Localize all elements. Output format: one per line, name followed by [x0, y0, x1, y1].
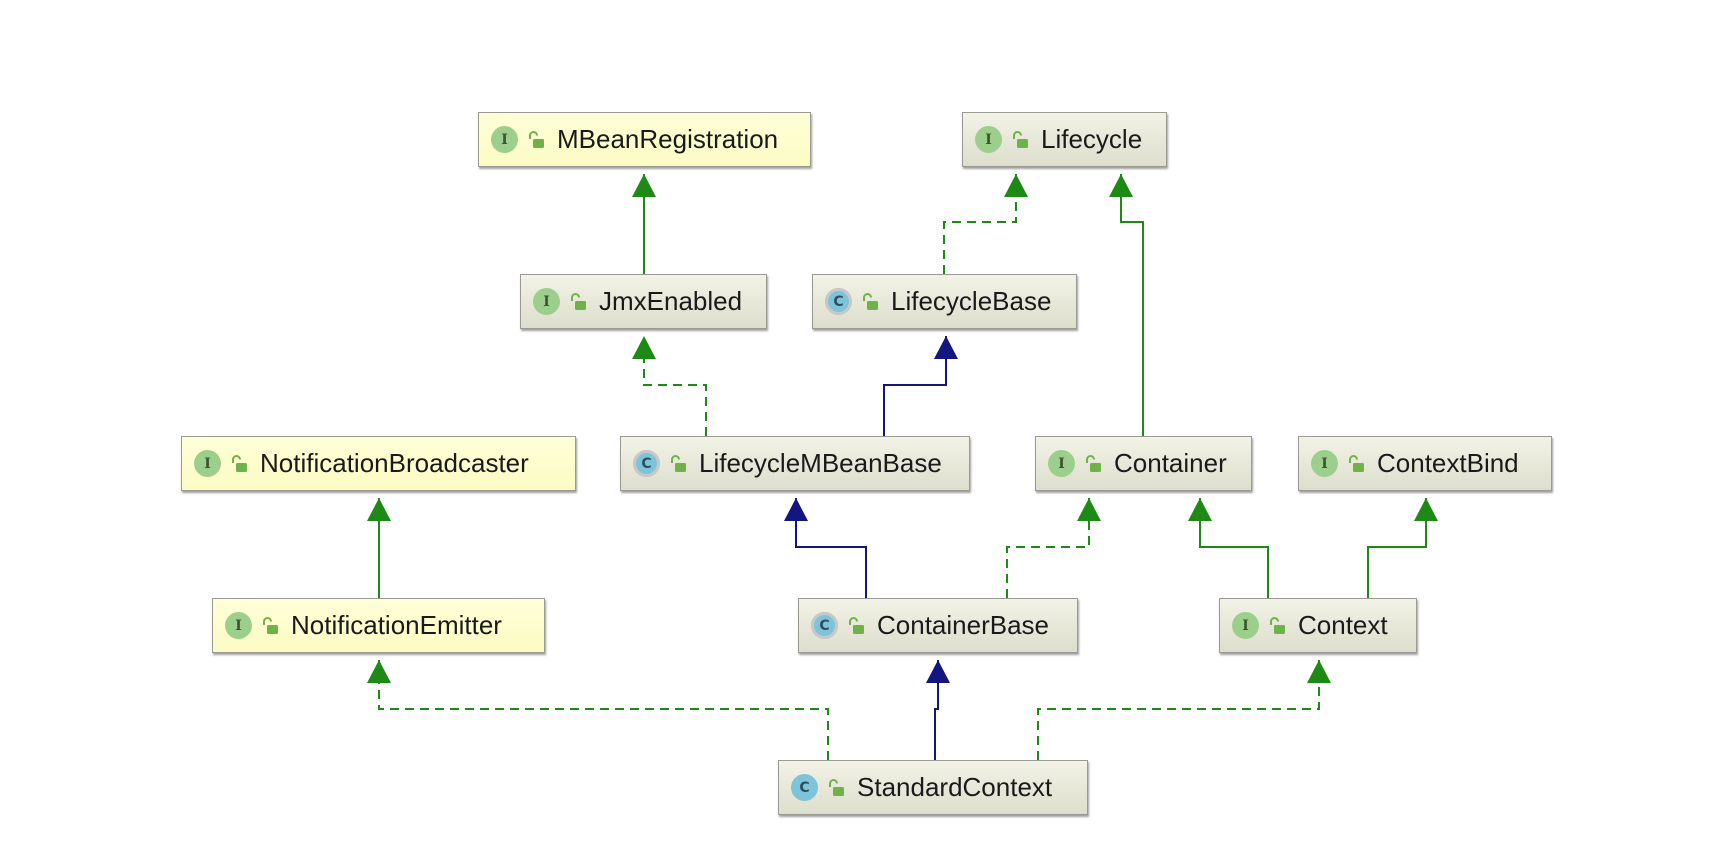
unlocked-padlock-icon [1268, 616, 1286, 636]
node-label: LifecycleMBeanBase [699, 448, 942, 478]
edge-lifecycle-mbean-base-to-lifecycle-base [883, 336, 958, 436]
abstract-class-icon: C [633, 450, 660, 477]
node-label: StandardContext [857, 772, 1053, 802]
node-context-bind[interactable]: I ContextBind [1298, 436, 1552, 491]
edge-arrowhead [632, 336, 656, 359]
edge-line [1199, 498, 1269, 598]
unlocked-padlock-icon [1347, 454, 1365, 474]
edge-arrowhead [367, 660, 391, 683]
edge-line [1367, 498, 1427, 598]
interface-icon: I [533, 288, 560, 315]
interface-icon: I [491, 126, 518, 153]
node-label: JmxEnabled [599, 286, 743, 316]
interface-icon: I [1311, 450, 1338, 477]
edge-line [1006, 498, 1090, 598]
unlocked-padlock-icon [861, 292, 879, 312]
edge-lifecycle-mbean-base-to-jmx-enabled [632, 336, 707, 436]
node-container[interactable]: I Container [1035, 436, 1252, 491]
edge-arrowhead [926, 660, 950, 683]
node-lifecycle-mbean-base[interactable]: C LifecycleMBeanBase [620, 436, 970, 491]
unlocked-padlock-icon [1011, 130, 1029, 150]
edge-context-to-context-bind [1367, 498, 1438, 598]
node-label: LifecycleBase [891, 286, 1052, 316]
interface-icon: I [1232, 612, 1259, 639]
edge-line [378, 660, 829, 760]
node-label: Context [1298, 610, 1388, 640]
edge-container-base-to-container [1006, 498, 1101, 598]
unlocked-padlock-icon [847, 616, 865, 636]
edge-container-base-to-lifecycle-mbean-base [784, 498, 867, 598]
edge-notification-emitter-to-notification-broadcaster [367, 498, 391, 598]
edge-line [943, 174, 1017, 274]
node-label: MBeanRegistration [557, 124, 779, 154]
edge-arrowhead [784, 498, 808, 521]
edge-arrowhead [1414, 498, 1438, 521]
unlocked-padlock-icon [527, 130, 545, 150]
edge-arrowhead [1077, 498, 1101, 521]
unlocked-padlock-icon [1084, 454, 1102, 474]
unlocked-padlock-icon [261, 616, 279, 636]
abstract-class-icon: C [811, 612, 838, 639]
edge-arrowhead [1307, 660, 1331, 683]
edge-jmx-enabled-to-mbean-registration [632, 174, 656, 274]
edge-arrowhead [1109, 174, 1133, 197]
node-label: NotificationEmitter [291, 610, 502, 640]
node-label: NotificationBroadcaster [260, 448, 529, 478]
edge-line [934, 660, 939, 760]
edge-arrowhead [1188, 498, 1212, 521]
edge-standard-context-to-container-base [926, 660, 950, 760]
node-standard-context[interactable]: C StandardContext [778, 760, 1088, 815]
edge-standard-context-to-notification-emitter [367, 660, 829, 760]
class-icon: C [791, 774, 818, 801]
edge-arrowhead [367, 498, 391, 521]
edge-line [883, 336, 947, 436]
node-label: Container [1114, 448, 1227, 478]
edge-line [1037, 660, 1320, 760]
node-label: ContextBind [1377, 448, 1519, 478]
node-lifecycle-base[interactable]: C LifecycleBase [812, 274, 1077, 329]
edge-arrowhead [934, 336, 958, 359]
node-jmx-enabled[interactable]: I JmxEnabled [520, 274, 767, 329]
unlocked-padlock-icon [827, 778, 845, 798]
node-label: ContainerBase [877, 610, 1049, 640]
interface-icon: I [225, 612, 252, 639]
node-mbean-registration[interactable]: I MBeanRegistration [478, 112, 811, 167]
node-label: Lifecycle [1041, 124, 1143, 154]
node-notification-emitter[interactable]: I NotificationEmitter [212, 598, 545, 653]
edge-arrowhead [632, 174, 656, 197]
node-notification-broadcaster[interactable]: I NotificationBroadcaster [181, 436, 576, 491]
edge-lifecycle-base-to-lifecycle [943, 174, 1028, 274]
unlocked-padlock-icon [230, 454, 248, 474]
interface-icon: I [1048, 450, 1075, 477]
abstract-class-icon: C [825, 288, 852, 315]
edge-line [1120, 174, 1144, 436]
edge-line [643, 336, 707, 436]
node-context[interactable]: I Context [1219, 598, 1417, 653]
node-lifecycle[interactable]: I Lifecycle [962, 112, 1167, 167]
unlocked-padlock-icon [669, 454, 687, 474]
edge-line [795, 498, 867, 598]
edge-arrowhead [1004, 174, 1028, 197]
interface-icon: I [975, 126, 1002, 153]
node-container-base[interactable]: C ContainerBase [798, 598, 1078, 653]
edge-standard-context-to-context [1037, 660, 1331, 760]
unlocked-padlock-icon [569, 292, 587, 312]
edge-context-to-container [1188, 498, 1269, 598]
interface-icon: I [194, 450, 221, 477]
edge-container-to-lifecycle [1109, 174, 1144, 436]
